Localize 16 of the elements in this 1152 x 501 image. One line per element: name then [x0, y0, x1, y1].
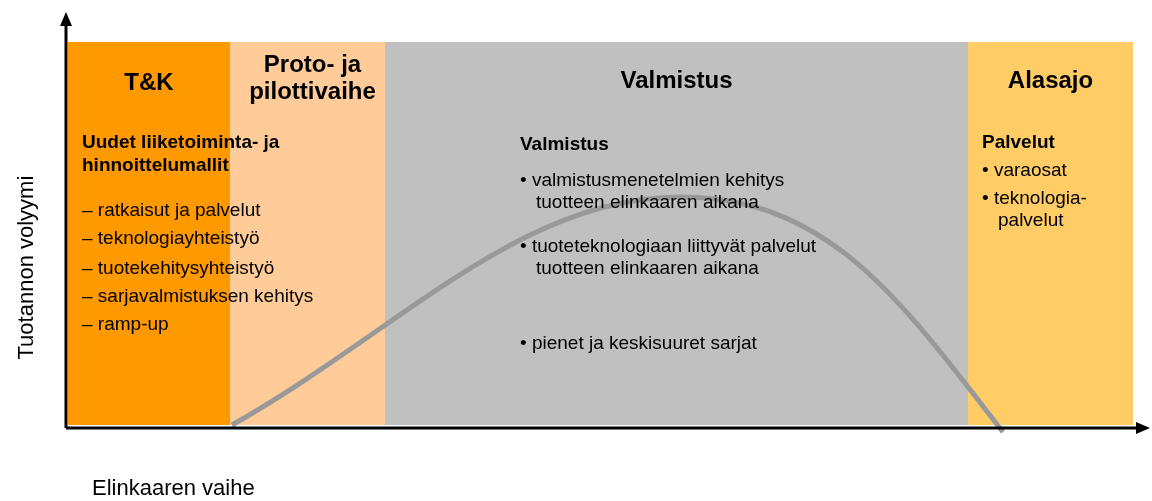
phase-band	[968, 42, 1133, 425]
phase-heading: Alasajo	[1006, 66, 1095, 93]
phase-heading: Valmistus	[619, 66, 734, 93]
bullet-item: • teknologia- palvelut	[982, 187, 1088, 231]
axis-title: Elinkaaren vaihe	[92, 476, 255, 499]
phase-heading: Proto- ja pilottivaihe	[248, 50, 377, 104]
phase-band	[385, 42, 968, 425]
section-heading: Valmistus	[520, 132, 609, 155]
phase-heading: T&K	[123, 68, 175, 95]
bullet-item: • valmistusmenetelmien kehitys tuotteen elinkaaren aikana	[520, 169, 786, 213]
bullet-item: • varaosat	[982, 159, 1068, 181]
axis-title: Tuotannon volyymi	[13, 179, 37, 360]
bullet-item: • pienet ja keskisuuret sarjat	[520, 332, 758, 354]
bullet-item: • tuoteteknologiaan liittyvät palvelut tuotteen elinkaaren aikana	[520, 235, 818, 279]
list-item: – ramp-up	[82, 312, 169, 335]
section-heading: Palvelut	[982, 130, 1055, 153]
